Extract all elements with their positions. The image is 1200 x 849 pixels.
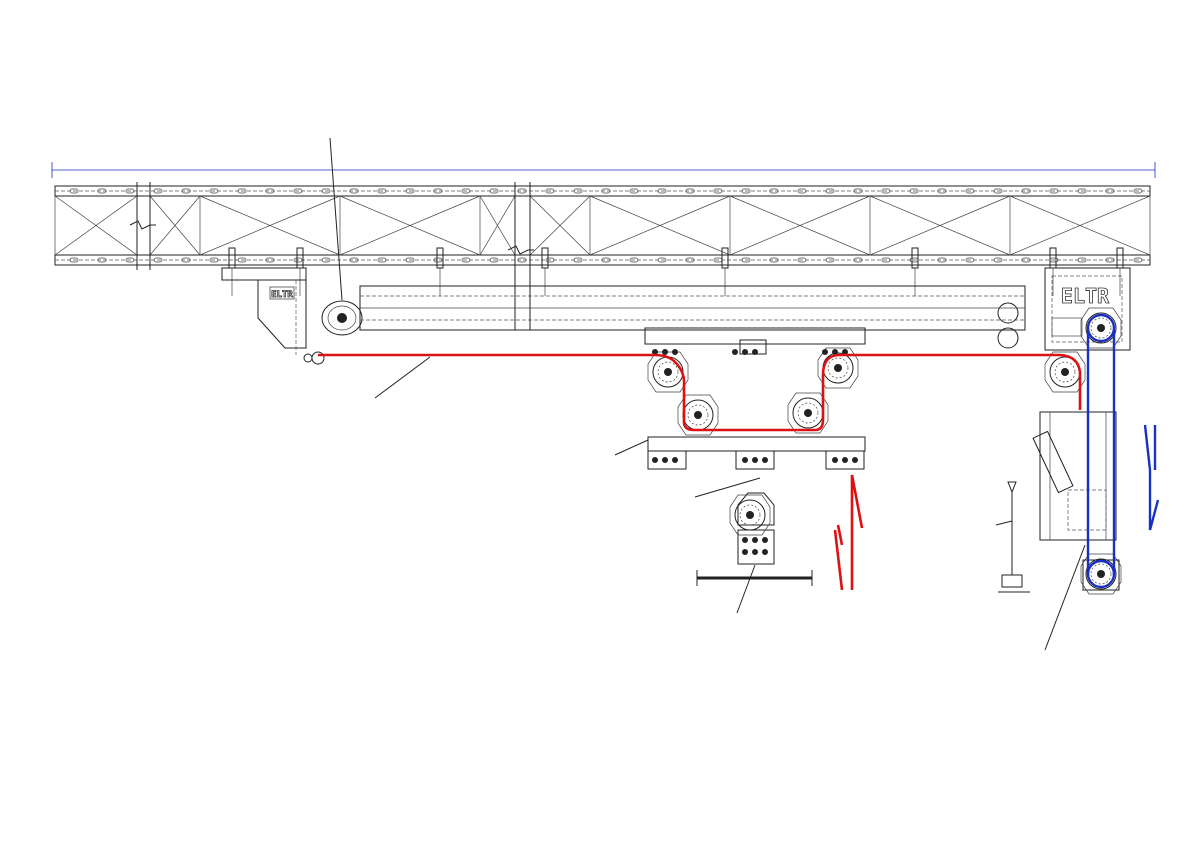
- bolt: [752, 537, 758, 543]
- bolt: [742, 349, 748, 355]
- dimension-line: [51, 162, 1156, 178]
- bolt: [762, 537, 768, 543]
- bolt: [832, 349, 838, 355]
- bolt: [822, 349, 828, 355]
- rail-beam: [359, 285, 1026, 349]
- bolt: [752, 457, 758, 463]
- bolt: [742, 549, 748, 555]
- detail-roller: [696, 492, 813, 586]
- bolt: [752, 349, 758, 355]
- bolt: [652, 457, 658, 463]
- left-end-bracket: ELTR: [221, 267, 325, 365]
- bolt: [672, 457, 678, 463]
- bolt: [732, 349, 738, 355]
- lattice-truss: [54, 185, 1151, 296]
- logo-right: ELTR: [1061, 284, 1110, 308]
- roller: [729, 494, 771, 536]
- bolt: [842, 457, 848, 463]
- cable-path: [318, 353, 1082, 591]
- bolt: [842, 349, 848, 355]
- break-lines: [129, 182, 534, 330]
- drive-pulley: [321, 300, 363, 336]
- roller: [1080, 553, 1122, 595]
- bolt: [762, 549, 768, 555]
- bolt: [672, 349, 678, 355]
- leader-lines: [329, 137, 1086, 651]
- bolt: [652, 349, 658, 355]
- lower-beam: [647, 436, 866, 470]
- bolt: [742, 457, 748, 463]
- bolt: [742, 537, 748, 543]
- bolt: [762, 457, 768, 463]
- bolt: [852, 457, 858, 463]
- bolt: [662, 349, 668, 355]
- bolt: [832, 457, 838, 463]
- bolt: [752, 549, 758, 555]
- detail-lever: [995, 481, 1030, 593]
- bolt: [662, 457, 668, 463]
- logo-left: ELTR: [271, 290, 293, 300]
- return-cable-loop: [1086, 313, 1160, 589]
